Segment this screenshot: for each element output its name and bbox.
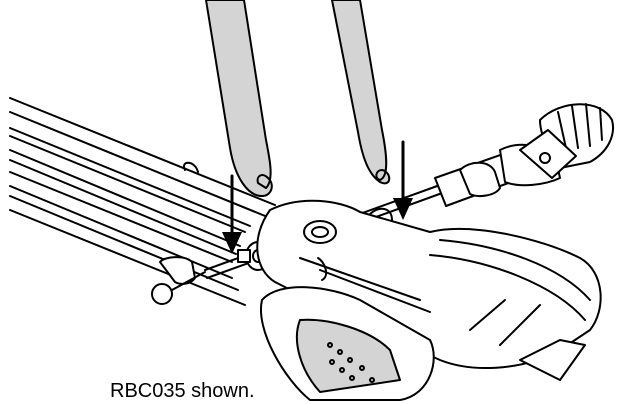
adjustment-knob: [434, 103, 614, 207]
wheel-tray-clamp: [259, 286, 586, 401]
arrow-icon: [393, 140, 413, 220]
quick-release-lever: [151, 256, 206, 305]
figure-caption: RBC035 shown.: [110, 380, 255, 402]
fork-blade-left: [205, 0, 273, 197]
crossbar-rail: [9, 97, 276, 306]
mount-body: [256, 199, 602, 370]
fork-blade-right: [331, 0, 391, 185]
arrow-icon: [222, 174, 242, 254]
